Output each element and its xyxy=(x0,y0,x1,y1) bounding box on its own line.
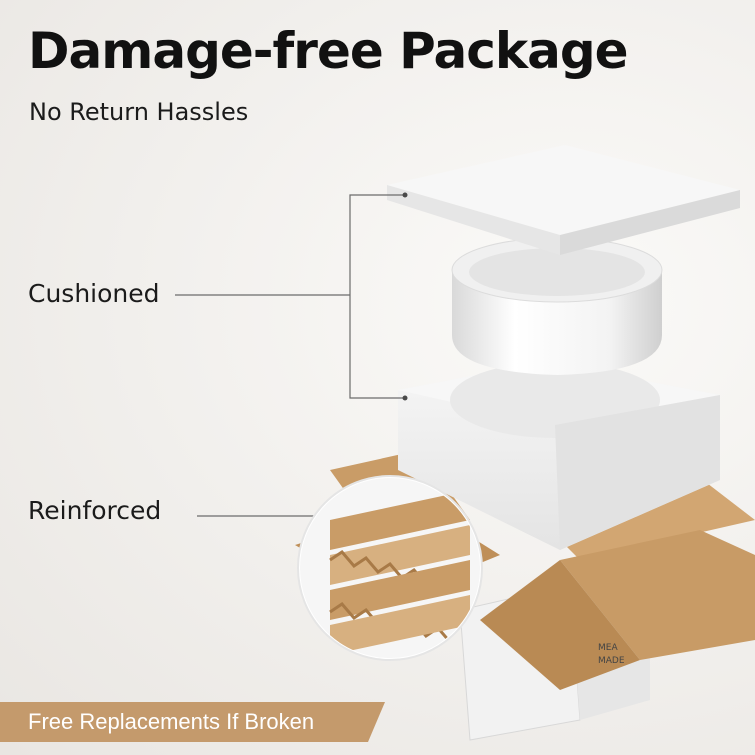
reinforced-label: Reinforced xyxy=(28,496,162,525)
cushion-top-dot xyxy=(402,192,408,198)
banner-text: Free Replacements If Broken xyxy=(28,709,315,734)
svg-text:MADE: MADE xyxy=(598,656,625,666)
banner-background xyxy=(0,702,385,742)
page-subtitle: No Return Hassles xyxy=(29,98,249,126)
page-title: Damage-free Package xyxy=(28,22,629,80)
replacement-banner: Free Replacements If Broken xyxy=(0,702,385,742)
corrugated-cardboard-closeup xyxy=(297,475,483,661)
lower-foam-block xyxy=(398,362,720,550)
svg-text:MEA: MEA xyxy=(598,643,618,653)
top-foam-sheet xyxy=(387,145,740,255)
bowl xyxy=(451,237,663,375)
cushion-bottom-dot xyxy=(402,395,408,401)
cushioned-label: Cushioned xyxy=(28,279,160,308)
